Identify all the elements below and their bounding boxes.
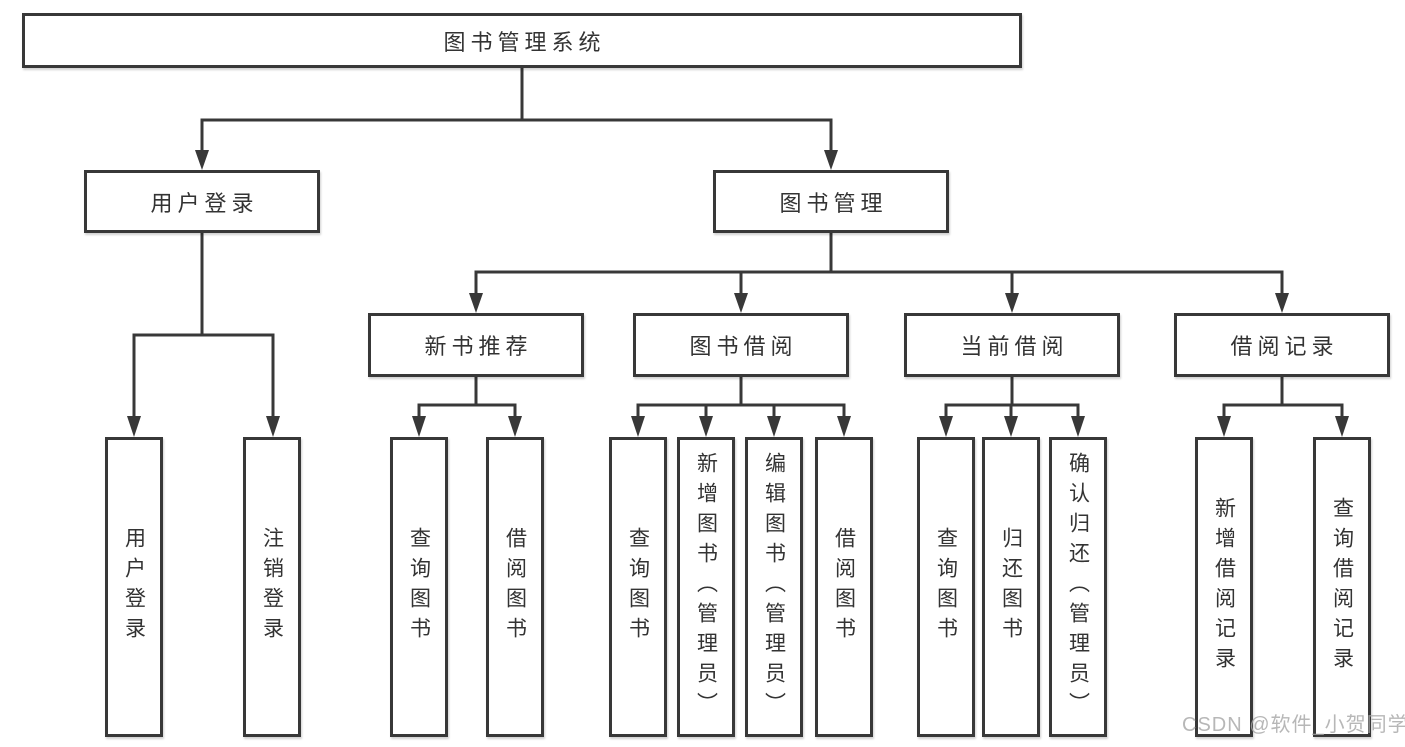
leaf-confirm-return-admin: 确认归还（管理员） <box>1049 437 1107 737</box>
leaf-borrow-books-recommend: 借阅图书 <box>486 437 544 737</box>
leaf-query-books-recommend: 查询图书 <box>390 437 448 737</box>
leaf-add-book-admin: 新增图书（管理员） <box>677 437 735 737</box>
leaf-logout: 注销登录 <box>243 437 301 737</box>
leaf-add-borrow-record: 新增借阅记录 <box>1195 437 1253 737</box>
leaf-user-login: 用户登录 <box>105 437 163 737</box>
leaf-query-books-current: 查询图书 <box>917 437 975 737</box>
csdn-watermark: CSDN @软件_小贺同学 <box>1182 714 1405 736</box>
node-root: 图书管理系统 <box>22 13 1022 68</box>
leaf-query-borrow-record: 查询借阅记录 <box>1313 437 1371 737</box>
leaf-return-book: 归还图书 <box>982 437 1040 737</box>
node-current-borrow: 当前借阅 <box>904 313 1120 377</box>
node-user-login: 用户登录 <box>84 170 320 233</box>
node-book-borrow: 图书借阅 <box>633 313 849 377</box>
leaf-borrow-books-borrow: 借阅图书 <box>815 437 873 737</box>
leaf-query-books-borrow: 查询图书 <box>609 437 667 737</box>
node-borrow-records: 借阅记录 <box>1174 313 1390 377</box>
leaf-edit-book-admin: 编辑图书（管理员） <box>745 437 803 737</box>
node-new-book-recommend: 新书推荐 <box>368 313 584 377</box>
node-book-management: 图书管理 <box>713 170 949 233</box>
